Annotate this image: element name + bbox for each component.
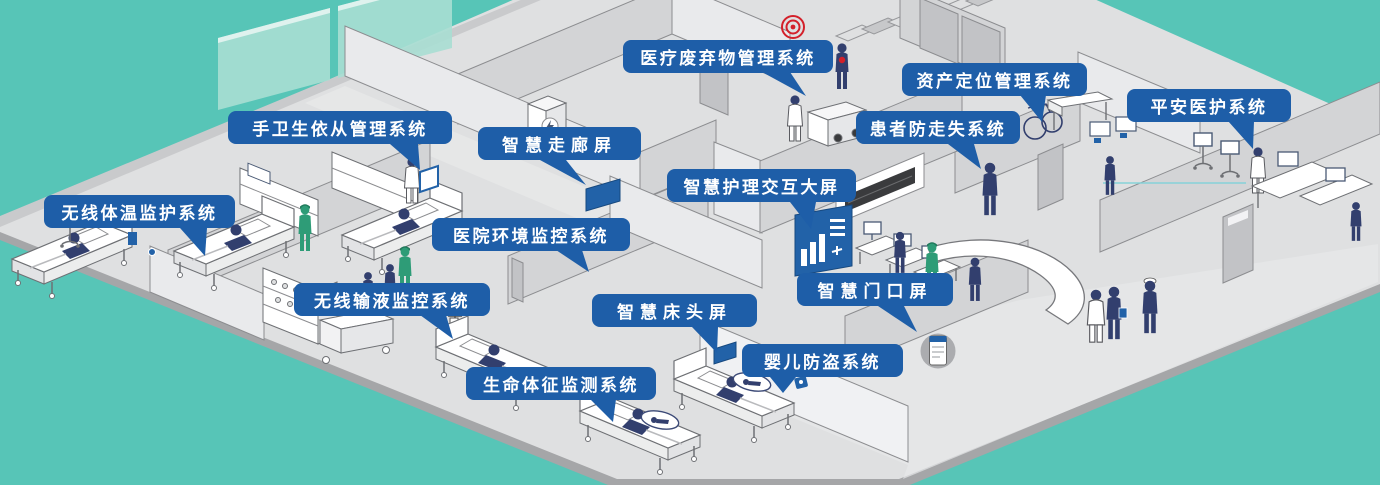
lightning-emblem-icon	[546, 120, 554, 133]
label-smart-corridor-screen: 智慧走廊屏	[478, 127, 641, 160]
hygiene-tablet-icon	[419, 164, 439, 194]
label-medical-waste-management: 医疗废弃物管理系统	[623, 40, 833, 73]
safe-care-office	[1103, 132, 1374, 241]
label-text: 婴儿防盗系统	[764, 353, 881, 373]
asset-location-area	[982, 91, 1137, 216]
door	[1037, 143, 1064, 211]
bedside-screen-icon	[713, 341, 737, 365]
label-text: 智慧床头屏	[617, 303, 732, 323]
label-text: 智慧护理交互大屏	[683, 178, 840, 198]
spare-bed	[1046, 91, 1114, 130]
callout-tails	[180, 72, 1254, 422]
door-tablet-icon	[920, 333, 956, 369]
label-smart-doorway-screen: 智慧门口屏	[797, 273, 953, 306]
label-safe-medical-care: 平安医护系统	[1127, 89, 1291, 122]
label-text: 无线输液监控系统	[314, 292, 470, 312]
guard-figure	[1142, 277, 1158, 334]
label-smart-nursing-interactive-screen: 智慧护理交互大屏	[667, 169, 856, 202]
medicine-trolley	[318, 309, 395, 364]
door	[511, 257, 524, 303]
label-text: 资产定位管理系统	[916, 72, 1073, 92]
label-text: 患者防走失系统	[869, 120, 1007, 140]
label-smart-bedside-screen: 智慧床头屏	[592, 294, 757, 327]
baby-tag-icon	[794, 376, 808, 389]
label-hand-hygiene-compliance: 手卫生依从管理系统	[228, 111, 452, 144]
label-infant-anti-theft: 婴儿防盗系统	[742, 344, 903, 377]
corridor-people	[1086, 277, 1158, 343]
label-text: 智慧走廊屏	[502, 136, 617, 156]
tagged-patient-figure	[835, 43, 849, 89]
wall-screen-icon	[585, 178, 621, 212]
curved-counter	[927, 239, 1085, 325]
label-text: 无线体温监护系统	[61, 204, 218, 224]
label-asset-location-management: 资产定位管理系统	[902, 63, 1087, 96]
label-patient-anti-wandering: 患者防走失系统	[856, 111, 1020, 144]
label-vital-signs-monitoring: 生命体征监测系统	[466, 367, 656, 400]
label-text: 生命体征监测系统	[483, 376, 639, 396]
label-wireless-temperature-monitoring: 无线体温监护系统	[44, 195, 235, 228]
label-hospital-environment-monitoring: 医院环境监控系统	[432, 218, 630, 251]
alarm-rings-icon	[781, 15, 805, 39]
label-text: 手卫生依从管理系统	[252, 120, 428, 140]
label-text: 医院环境监控系统	[453, 227, 609, 247]
monitor-shelf	[239, 151, 419, 237]
left-ward	[11, 151, 463, 300]
label-wireless-infusion-monitoring: 无线输液监控系统	[294, 283, 490, 316]
label-text: 智慧门口屏	[817, 282, 933, 302]
hand-hygiene-doctor	[404, 156, 439, 204]
label-text: 平安医护系统	[1150, 98, 1268, 118]
label-text: 医疗废弃物管理系统	[640, 49, 816, 69]
patient-figure	[1106, 286, 1128, 340]
temp-sensor-device	[128, 232, 137, 245]
